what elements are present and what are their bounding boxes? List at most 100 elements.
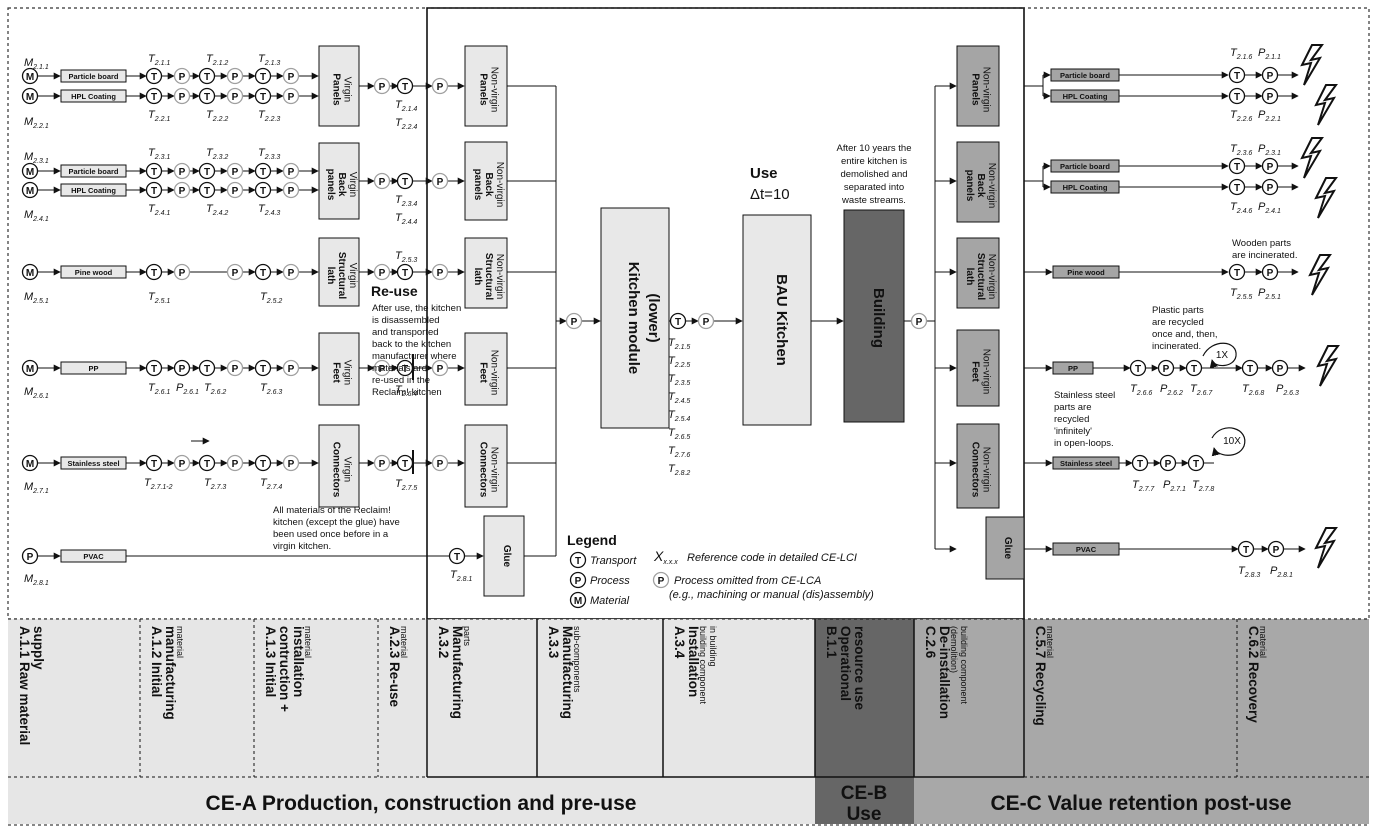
material-box-label: HPL Coating — [71, 186, 116, 195]
stage-title: supply — [31, 626, 46, 670]
incineration-bolt-icon — [1316, 345, 1340, 387]
material-node — [21, 67, 39, 85]
eol-connectors-box — [956, 423, 1000, 509]
omitted-process-node — [173, 87, 191, 105]
virgin-feet-box-label: Virgin — [342, 360, 353, 385]
omitted-process-node — [173, 162, 191, 180]
reference-code: T2.1.2 — [206, 53, 228, 67]
node-letter: P — [1267, 183, 1274, 194]
reference-code: P2.6.3 — [1276, 383, 1299, 397]
nonvirgin-structural-lath-box — [464, 237, 508, 309]
all-materials-note: All materials of the Reclaim! — [273, 505, 391, 516]
eol-glue-box — [985, 516, 1025, 580]
node-letter: P — [916, 317, 923, 328]
reference-code: T2.7.4 — [260, 477, 282, 491]
reuse-note: manufacturer where — [372, 351, 456, 362]
virgin-connectors-box-label: Virgin — [342, 457, 353, 482]
node-letter: T — [1135, 364, 1141, 375]
reference-code: M2.1.1 — [24, 57, 49, 71]
material-box-label: Particle board — [68, 72, 118, 81]
node-letter: P — [232, 364, 239, 375]
stage-subtitle: (demolition) — [949, 626, 959, 673]
virgin-feet-box — [318, 332, 360, 406]
omitted-process-node — [282, 87, 300, 105]
reference-code: P2.3.1 — [1258, 143, 1281, 157]
material-box-label: Particle board — [1060, 71, 1110, 80]
omitted-process-node — [173, 67, 191, 85]
reuse-note: materials are — [372, 363, 427, 374]
process-node — [21, 547, 39, 565]
node-letter: T — [402, 459, 408, 470]
plastic-note: Plastic parts — [1152, 305, 1204, 316]
omitted-process-node — [282, 263, 300, 281]
node-letter: M — [26, 459, 34, 470]
reference-code: P2.6.1 — [176, 382, 199, 396]
stage-subtitle: in building — [708, 626, 718, 667]
omitted-process-node — [910, 312, 928, 330]
omitted-process-node — [226, 263, 244, 281]
node-letter: T — [1234, 92, 1240, 103]
node-letter: P — [179, 72, 186, 83]
reference-code: M2.4.1 — [24, 209, 49, 223]
reference-code: T2.6.2 — [204, 382, 226, 396]
transport-node — [1237, 540, 1255, 558]
nonvirgin-glue-box — [483, 515, 525, 597]
material-box-label: Stainless steel — [1060, 459, 1112, 468]
transport-node — [254, 359, 272, 377]
material-box — [60, 361, 127, 375]
node-letter: T — [151, 459, 157, 470]
stage-band-cell — [8, 619, 140, 777]
reference-code: T2.2.2 — [206, 109, 228, 123]
eol-connectors-box-label: Connectors — [970, 442, 981, 498]
reuse-note: re-used in the — [372, 375, 430, 386]
omitted-process-node — [431, 454, 449, 472]
node-letter: P — [1273, 545, 1280, 556]
virgin-back-panels-box-label: Back — [336, 173, 347, 197]
steel-note: recycled — [1054, 414, 1089, 425]
stage-title: C.6.2 Recovery — [1246, 626, 1261, 723]
virgin-connectors-box-label: Connectors — [331, 442, 342, 498]
eol-feet-box — [956, 329, 1000, 407]
material-box — [60, 69, 127, 83]
omitted-process-node — [226, 87, 244, 105]
process-node — [1159, 454, 1177, 472]
incineration-bolt-icon — [1308, 254, 1332, 296]
node-letter: T — [1234, 183, 1240, 194]
glue-label: Glue — [501, 545, 512, 568]
node-letter: T — [260, 268, 266, 279]
node-letter: T — [675, 317, 681, 328]
reference-code: T2.1.1 — [148, 53, 170, 67]
process-node — [1157, 359, 1175, 377]
nonvirgin-structural-lath-box-label: Non-virgin — [494, 254, 505, 300]
stage-title: Operational — [838, 626, 853, 701]
material-box-label: Pine wood — [1067, 268, 1105, 277]
material-box — [1050, 180, 1120, 194]
node-letter: P — [288, 268, 295, 279]
all-materials-note: kitchen (except the glue) have — [273, 517, 400, 528]
bau-kitchen-label: BAU Kitchen — [773, 274, 790, 366]
wooden-note: Wooden parts — [1232, 238, 1291, 249]
transport-node — [448, 547, 466, 565]
legend-transport-icon — [569, 551, 587, 569]
node-letter: P — [288, 186, 295, 197]
legend-transport: Transport — [590, 555, 637, 567]
reference-code: T2.7.3 — [204, 477, 226, 491]
material-box-label: Stainless steel — [67, 459, 119, 468]
node-letter: T — [402, 82, 408, 93]
transport-node — [254, 162, 272, 180]
bau-kitchen-box — [742, 214, 812, 426]
material-box — [1052, 265, 1120, 279]
material-box — [1052, 456, 1120, 470]
omitted-process-node — [282, 67, 300, 85]
node-letter: P — [1163, 364, 1170, 375]
node-letter: P — [232, 186, 239, 197]
phase-a-label: CE-A Production, construction and pre-us… — [206, 792, 637, 815]
process-node — [1267, 540, 1285, 558]
node-letter: T — [204, 459, 210, 470]
reference-code: P2.1.1 — [1258, 47, 1281, 61]
node-letter: T — [151, 364, 157, 375]
omitted-process-node — [697, 312, 715, 330]
transport-node — [254, 263, 272, 281]
material-box — [1052, 361, 1094, 375]
material-node — [21, 454, 39, 472]
